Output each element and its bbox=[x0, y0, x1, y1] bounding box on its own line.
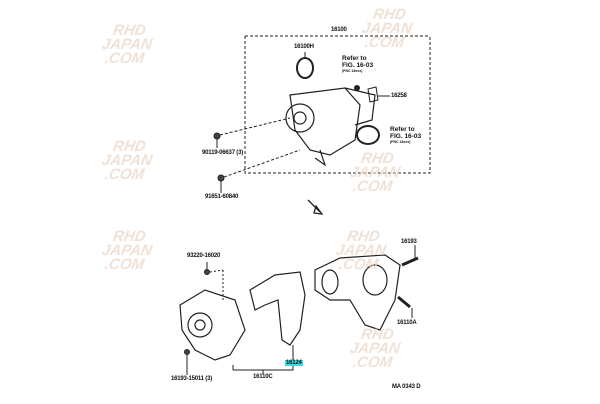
water-pump-upper bbox=[285, 87, 376, 167]
bolt bbox=[217, 174, 225, 182]
assembly-box bbox=[244, 36, 431, 174]
refer-line: FIG. 16-03 bbox=[390, 133, 422, 140]
part-label-16193[interactable]: 16193 bbox=[401, 239, 417, 245]
watermark-line: .COM bbox=[337, 256, 380, 273]
gasket-16258 bbox=[367, 86, 379, 103]
bolt bbox=[213, 132, 221, 140]
part-label-93220[interactable]: 93220-16020 bbox=[187, 253, 221, 259]
watermark-line: .COM bbox=[103, 50, 146, 67]
o-ring bbox=[296, 57, 314, 79]
stud bbox=[397, 295, 411, 309]
direction-arrow bbox=[307, 199, 324, 215]
refer-line: (PNC 16xxx) bbox=[390, 140, 411, 144]
refer-line: Refer to bbox=[342, 55, 367, 62]
part-label-16124-highlighted[interactable]: 16124 bbox=[285, 360, 303, 366]
refer-line: Refer to bbox=[390, 126, 415, 133]
watermark-line: .COM bbox=[351, 354, 394, 371]
figure-code: MA 0343 D bbox=[392, 384, 421, 390]
water-pump-lower bbox=[179, 289, 246, 361]
pump-housing bbox=[314, 254, 401, 331]
part-label-16110A[interactable]: 16110A bbox=[397, 320, 417, 326]
stud bbox=[401, 256, 419, 267]
refer-note[interactable]: Refer to FIG. 16-03 (PNC 16xxx) bbox=[390, 126, 421, 144]
watermark-line: .COM bbox=[363, 34, 406, 51]
gasket-16124 bbox=[249, 271, 306, 346]
refer-line: (PNC 16xxx) bbox=[342, 69, 363, 73]
watermark-line: .COM bbox=[103, 256, 146, 273]
part-label-16258[interactable]: 16258 bbox=[391, 93, 407, 99]
watermark-line: .COM bbox=[351, 178, 394, 195]
part-label-90119[interactable]: 90119-06637 (3) bbox=[202, 150, 244, 156]
part-label-16110C[interactable]: 16110C bbox=[253, 374, 273, 380]
watermark-line: .COM bbox=[103, 166, 146, 183]
part-label-16193-15011[interactable]: 16193-15011 (3) bbox=[171, 376, 213, 382]
part-label-16100[interactable]: 16100 bbox=[331, 27, 347, 33]
part-label-91651[interactable]: 91651-60840 bbox=[205, 194, 239, 200]
seal-ring bbox=[356, 125, 380, 145]
refer-line: FIG. 16-03 bbox=[342, 62, 374, 69]
refer-note[interactable]: Refer to FIG. 16-03 (PNC 16xxx) bbox=[342, 55, 373, 73]
part-label-16100H[interactable]: 16100H bbox=[294, 44, 314, 50]
